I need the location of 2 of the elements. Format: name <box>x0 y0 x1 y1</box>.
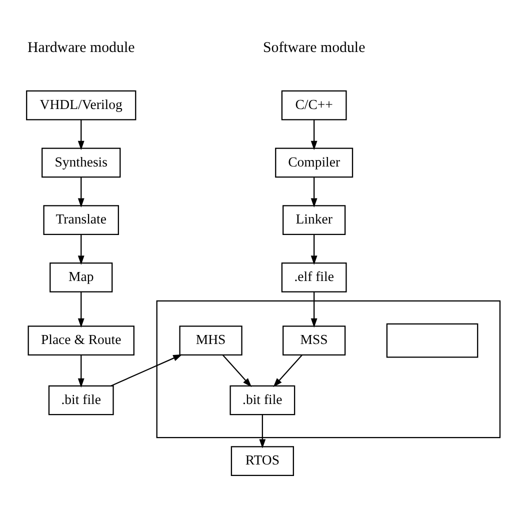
label: Software module <box>262 39 366 56</box>
label: Hardware module <box>28 39 135 56</box>
